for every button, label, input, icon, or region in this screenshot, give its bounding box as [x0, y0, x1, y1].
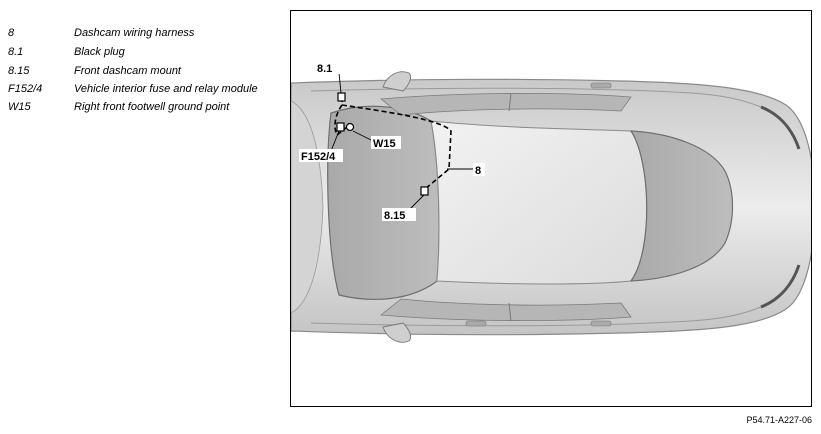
rear-light-upper [760, 105, 801, 150]
legend-desc: Vehicle interior fuse and relay module [74, 83, 258, 95]
callout-label-bg [382, 208, 416, 221]
b-pillar-upper [508, 92, 512, 112]
ground-point-marker [345, 122, 355, 132]
callout-label: 8.15 [384, 210, 405, 222]
figure-reference: P54.71-A227-06 [746, 415, 812, 425]
windshield [327, 105, 440, 300]
callout-label: W15 [373, 138, 396, 150]
leader-line [330, 130, 340, 152]
legend-desc: Front dashcam mount [74, 65, 181, 77]
legend-item: W15 Right front footwell ground point [8, 101, 280, 114]
mirror-upper [382, 71, 412, 92]
b-pillar-lower [508, 302, 512, 322]
legend-key: 8.1 [8, 46, 24, 58]
door-handle [590, 320, 612, 327]
legend-key: 8.15 [8, 65, 30, 77]
vehicle-diagram: 8.1 W15 F152/4 8 8.15 [290, 10, 812, 407]
door-handle [465, 320, 487, 327]
leader-line [338, 72, 342, 94]
mirror-lower [382, 322, 412, 343]
callout-label: 8 [475, 165, 481, 177]
upper-side-window [379, 92, 632, 116]
car-top-view-illustration: 8.1 W15 F152/4 8 8.15 [291, 61, 811, 343]
legend-desc: Dashcam wiring harness [74, 27, 195, 39]
callout-label-bg [315, 61, 341, 74]
lower-side-window [379, 298, 632, 322]
legend-key: 8 [8, 27, 15, 39]
callout-label-bg [473, 163, 485, 176]
callout-label-bg [371, 136, 401, 149]
door-handle [590, 82, 612, 89]
dashcam-mount-marker [420, 186, 429, 196]
legend-item: 8.1 Black plug [8, 46, 280, 59]
callout-label-bg [299, 149, 343, 162]
roof [430, 120, 648, 285]
legend-item: 8.15 Front dashcam mount [8, 65, 280, 78]
legend-desc: Black plug [74, 46, 125, 58]
legend-item: 8 Dashcam wiring harness [8, 27, 280, 40]
legend: 8 Dashcam wiring harness 8.1 Black plug … [8, 27, 280, 120]
leader-line [352, 130, 374, 142]
wiring-harness [341, 97, 452, 193]
callout-label: F152/4 [301, 151, 336, 163]
rear-window [629, 130, 734, 282]
legend-item: F152/4 Vehicle interior fuse and relay m… [8, 83, 280, 96]
legend-desc: Right front footwell ground point [74, 101, 230, 113]
black-plug-marker [337, 92, 346, 102]
callout-label: 8.1 [317, 63, 332, 75]
legend-key: W15 [8, 101, 31, 113]
rear-light-lower [760, 264, 801, 309]
fuse-module-marker [336, 122, 345, 132]
wiring-harness-branch [334, 104, 348, 137]
legend-key: F152/4 [8, 83, 43, 95]
